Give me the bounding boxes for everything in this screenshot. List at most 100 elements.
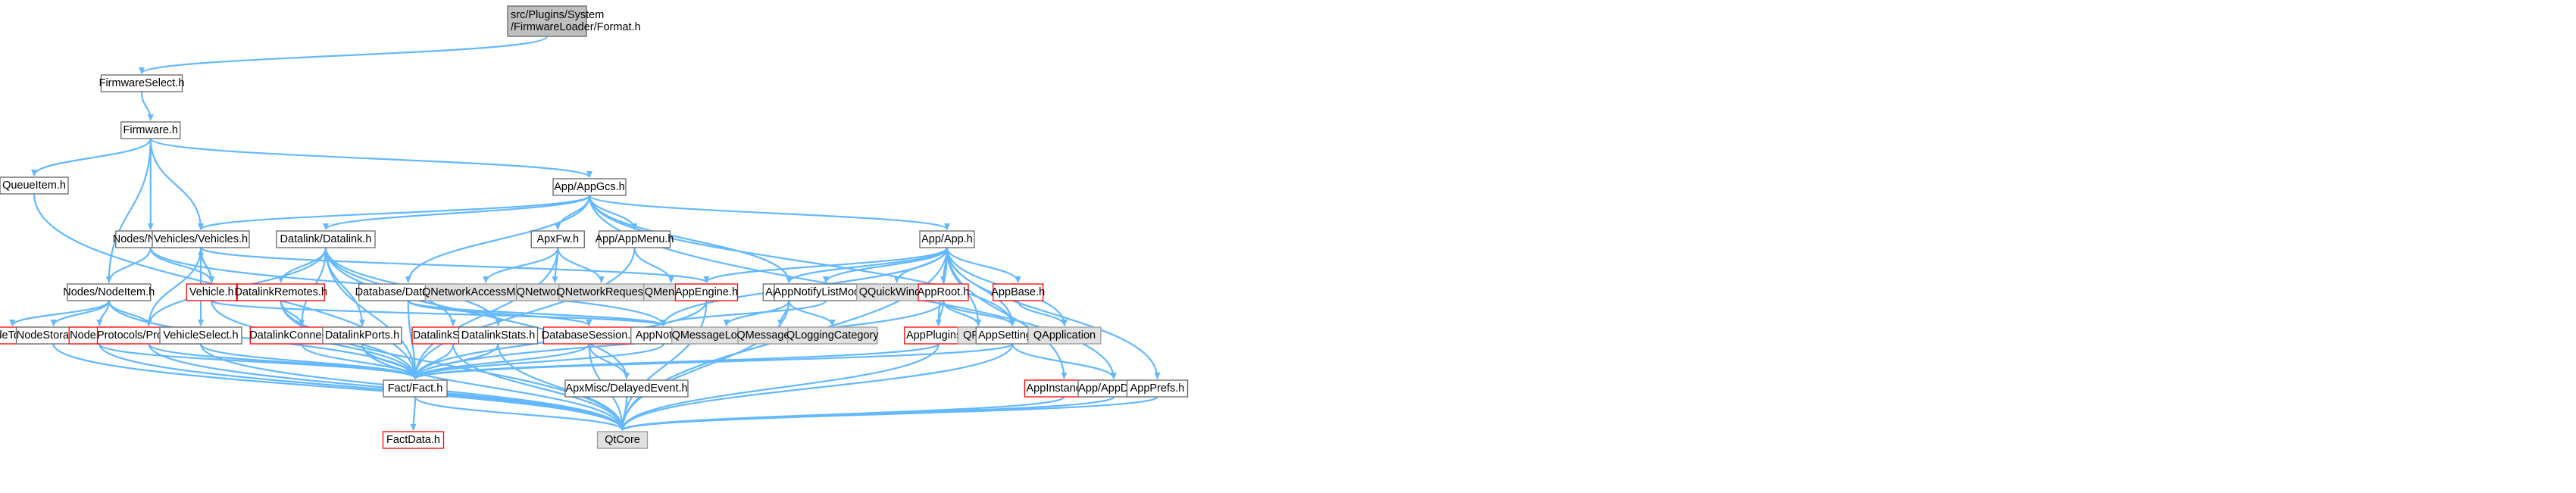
edge-applog-to-qlogcat [788, 300, 836, 326]
node-label: Datalink/Datalink.h [280, 233, 372, 245]
edge-appgcs-to-vehicles [198, 194, 591, 231]
edge-datalinkports-to-qtcore [361, 343, 626, 431]
edge-factfact-to-factdata [410, 396, 417, 431]
node-appmenu[interactable]: App/AppMenu.h [596, 230, 674, 248]
node-appnotifylist[interactable]: AppNotifyListModel.h [774, 283, 878, 301]
edge-datalinkconn-to-factfact [301, 343, 418, 379]
edge-datalink-to-delayedevent [324, 247, 630, 379]
node-box [598, 230, 671, 248]
node-label: QQuickWindow [859, 286, 935, 298]
edge-nodeitem-to-nodetools [9, 300, 110, 326]
edge-app-to-appprefs [946, 247, 1161, 379]
edge-datalinkserver-to-qtcore [452, 343, 626, 431]
node-label: AppPrefs.h [1130, 382, 1185, 395]
node-label: App/AppMenu.h [596, 233, 674, 245]
edge-vehicle-to-vehicles [198, 248, 213, 285]
edge-nodes-to-vehicle [149, 247, 215, 283]
node-appprefs[interactable]: AppPrefs.h [1126, 379, 1189, 398]
edge-appnotify-to-factfact [412, 343, 664, 379]
edge-apxfw-to-qnetreq [557, 247, 605, 283]
edge-vehicleselect-to-factfact [199, 343, 418, 379]
edge-appgcs-to-datalink [323, 195, 591, 231]
node-dbsession[interactable]: DatabaseSession.h [542, 326, 637, 345]
node-factdata[interactable]: FactData.h [382, 431, 445, 449]
node-firmwareselect[interactable]: FirmwareSelect.h [99, 74, 185, 92]
node-appengine[interactable]: AppEngine.h [674, 283, 739, 301]
node-label: FirmwareSelect.h [99, 77, 185, 89]
edge-firmware-to-appgcs [149, 137, 592, 179]
node-box [0, 176, 69, 195]
node-datalinkremotes[interactable]: DatalinkRemotes.h [235, 283, 328, 301]
node-box [919, 230, 975, 248]
node-box [507, 5, 587, 37]
node-qapplication[interactable]: QApplication [1027, 326, 1102, 345]
node-format[interactable]: src/Plugins/System/FirmwareLoader/Format… [507, 5, 641, 37]
node-box [1027, 326, 1102, 345]
node-firmware[interactable]: Firmware.h [120, 121, 181, 139]
node-label: DatalinkPorts.h [325, 329, 399, 342]
node-queueitem[interactable]: QueueItem.h [0, 176, 69, 195]
node-box [120, 121, 181, 139]
edge-appsettings-to-appdirs [1011, 343, 1117, 379]
edge-appplugins-to-qtcore [619, 343, 939, 431]
edge-format-to-firmwareselect [139, 35, 549, 75]
node-box [276, 230, 376, 248]
node-apxfw[interactable]: ApxFw.h [530, 230, 585, 248]
node-box [552, 178, 627, 196]
node-box [236, 283, 325, 301]
edge-appnotifylist-to-appnotify [660, 299, 827, 327]
node-label: App/App.h [921, 233, 973, 245]
edge-vehicles-to-protocols [145, 247, 202, 326]
node-datalinkstats[interactable]: DatalinkStats.h [458, 326, 539, 345]
edge-vehicles-to-appengine [199, 246, 710, 284]
edge-appgcs-to-database [405, 195, 591, 283]
edge-apxfw-to-qnam [483, 247, 559, 283]
node-nodeitem[interactable]: Nodes/NodeItem.h [63, 283, 155, 301]
node-box [152, 230, 250, 248]
node-qlogcat[interactable]: QLoggingCategory [786, 326, 879, 345]
node-box [674, 283, 739, 301]
node-qnetreq[interactable]: QNetworkRequest [557, 283, 646, 301]
node-appgcs[interactable]: App/AppGcs.h [552, 178, 627, 196]
node-box [564, 379, 689, 398]
edge-approot-to-appsettings [942, 300, 1016, 326]
node-qtcore[interactable]: QtCore [596, 431, 649, 449]
node-factfact[interactable]: Fact/Fact.h [383, 379, 448, 398]
edge-app-to-appengine [703, 247, 949, 283]
node-label: Vehicles/Vehicles.h [154, 233, 248, 245]
node-label: src/Plugins/System [511, 9, 604, 21]
node-vehicles[interactable]: Vehicles/Vehicles.h [152, 230, 250, 248]
node-label: AppRoot.h [918, 286, 970, 298]
node-box [596, 431, 649, 449]
node-delayedevent[interactable]: ApxMisc/DelayedEvent.h [564, 379, 689, 398]
node-appplugins[interactable]: AppPlugins.h [904, 326, 974, 345]
node-label: Vehicle.h [189, 286, 234, 298]
edge-firmware-to-vehicles [149, 138, 204, 230]
node-label: QApplication [1033, 329, 1096, 342]
edge-appgcs-to-app [588, 194, 950, 231]
edge-datalinkremotes-to-qtcore [280, 300, 626, 431]
node-approot[interactable]: AppRoot.h [918, 283, 970, 301]
node-label: AppBase.h [991, 286, 1045, 298]
edge-appdirs-to-qtcore [619, 395, 1115, 432]
node-label: QtCore [605, 434, 640, 446]
node-box [322, 326, 402, 345]
node-label: AppPlugins.h [906, 329, 971, 342]
node-label: QLoggingCategory [786, 329, 879, 342]
node-vehicleselect[interactable]: VehicleSelect.h [159, 326, 242, 345]
node-datalinkports[interactable]: DatalinkPorts.h [322, 326, 402, 345]
node-datalink[interactable]: Datalink/Datalink.h [276, 230, 376, 248]
edge-dbsession-to-delayedevent [588, 343, 630, 379]
edge-factfact-to-qtcore [414, 396, 626, 431]
node-box [993, 283, 1044, 301]
node-vehicle[interactable]: Vehicle.h [186, 283, 237, 301]
node-qquickwindow[interactable]: QQuickWindow [856, 283, 938, 301]
node-label: DatabaseSession.h [542, 329, 637, 342]
node-box [67, 283, 152, 301]
edge-applog-to-qmsglogctx [723, 300, 790, 326]
node-box [383, 379, 448, 398]
edge-database-to-appnotify [407, 299, 667, 327]
node-appbase[interactable]: AppBase.h [991, 283, 1045, 301]
node-app[interactable]: App/App.h [919, 230, 975, 248]
node-label: Fact/Fact.h [388, 382, 443, 395]
